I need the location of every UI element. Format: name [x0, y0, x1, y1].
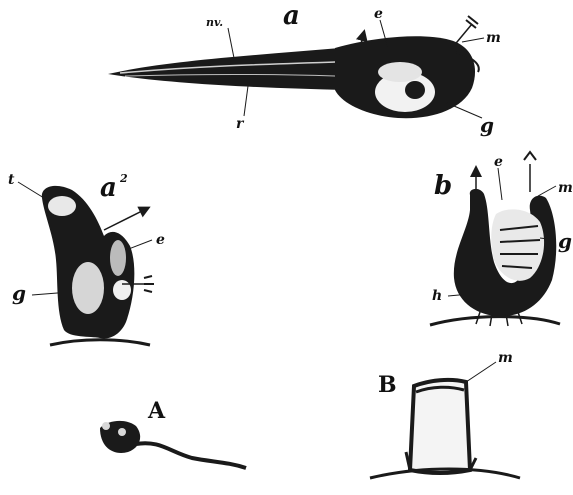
label-m-a: m	[486, 30, 501, 46]
label-e-a: e	[374, 6, 383, 22]
label-g-a: g	[480, 113, 494, 137]
label-m-B: m	[498, 350, 513, 366]
label-e-a2: e	[156, 232, 165, 248]
label-t: t	[8, 172, 15, 188]
label-nv: nv.	[206, 16, 223, 29]
label-m-b: m	[558, 180, 573, 196]
label-g-b: g	[558, 229, 572, 253]
label-a2: a	[100, 173, 117, 203]
label-a2-superscript: 2	[119, 172, 128, 185]
label-r: r	[236, 116, 245, 132]
label-h: h	[432, 288, 442, 304]
label-e-b: e	[494, 154, 503, 170]
larva-a2-drawing	[18, 182, 154, 345]
larva-a-drawing	[108, 16, 484, 118]
label-a: a	[283, 1, 300, 31]
label-g-a2: g	[12, 281, 26, 305]
larva-tail	[108, 48, 345, 90]
label-A: A	[147, 398, 166, 424]
larva-A-drawing	[100, 421, 246, 468]
label-b: b	[434, 171, 452, 201]
label-B: B	[378, 372, 397, 398]
